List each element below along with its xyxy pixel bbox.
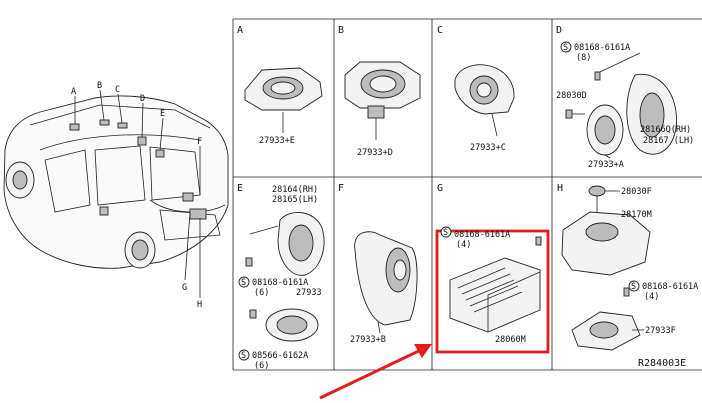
panel-e: E 28164(RH) 28165(LH) S 08168-6161A (6) … [237,183,325,371]
screw-symbol-g: S [443,228,448,238]
part-08168-6161a-g: 08168-6161A [454,230,510,240]
callout-f: F [197,137,202,147]
panel-c: C 27933+C [437,25,515,153]
qty-6-e2: (6) [254,361,269,371]
reference-code: R284003E [638,358,686,369]
panel-letter-c: C [437,25,443,36]
highlight-arrow [319,344,432,400]
panel-letter-a: A [237,25,243,36]
panel-letter-h: H [557,183,563,194]
callout-c: C [115,85,120,95]
panel-letter-f: F [338,183,344,194]
screw-symbol-h: S [631,282,636,292]
part-08168-6161a-h: 08168-6161A [642,282,698,292]
part-28060m: 28060M [495,335,526,345]
panel-letter-d: D [556,25,562,36]
callout-e: E [160,109,165,119]
panel-a: A 27933+E [237,25,323,146]
qty-4-g: (4) [456,240,471,250]
callout-h: H [197,300,202,310]
panel-letter-g: G [437,183,443,194]
screw-symbol-e1: S [241,278,246,288]
panel-grid [232,18,702,371]
panel-b: B 27933+D [338,25,421,158]
callout-b: B [97,81,102,91]
callout-leaders [74,89,201,298]
qty-4-h: (4) [644,292,659,302]
part-27933-d: 27933+D [357,148,393,158]
callout-g: G [182,283,187,293]
part-27933-a: 27933+A [588,160,624,170]
part-27933-e-panel: 27933 [296,288,322,298]
part-27933-c: 27933+C [470,143,506,153]
qty-8-d: (8) [576,53,591,63]
panel-d: D S 08168-6161A (8) 28030D 28166Q(RH) 28… [556,25,694,170]
part-28030d: 28030D [556,91,587,101]
part-28030f: 28030F [621,187,652,197]
panel-letter-e: E [237,183,243,194]
part-27933-b: 27933+B [350,335,386,345]
part-28165-lh: 28165(LH) [272,195,318,205]
screw-symbol-e2: S [241,351,246,361]
vehicle-illustration [3,95,229,269]
part-27933-e: 27933+E [259,136,295,146]
part-27933f: 27933F [645,326,676,336]
part-08566-6162a: 08566-6162A [252,351,308,361]
part-28170m: 28170M [621,210,652,220]
screw-symbol-d: S [563,43,568,53]
highlight-box [435,229,550,354]
qty-6-e1: (6) [254,288,269,298]
callout-d: D [140,94,145,104]
panel-f: F 27933+B [338,183,418,345]
panel-h: H 28030F 28170M S 08168-6161A (4) 27933F [557,183,698,351]
panel-g: G S 08168-6161A (4) 28060M [435,183,550,354]
part-28167-lh: 28167 (LH) [643,136,694,146]
callout-a: A [71,87,76,97]
part-28166q-rh: 28166Q(RH) [640,125,691,135]
part-08168-6161a-d: 08168-6161A [574,43,630,53]
panel-letter-b: B [338,25,344,36]
part-08168-6161a-e: 08168-6161A [252,278,308,288]
part-28164-rh: 28164(RH) [272,185,318,195]
